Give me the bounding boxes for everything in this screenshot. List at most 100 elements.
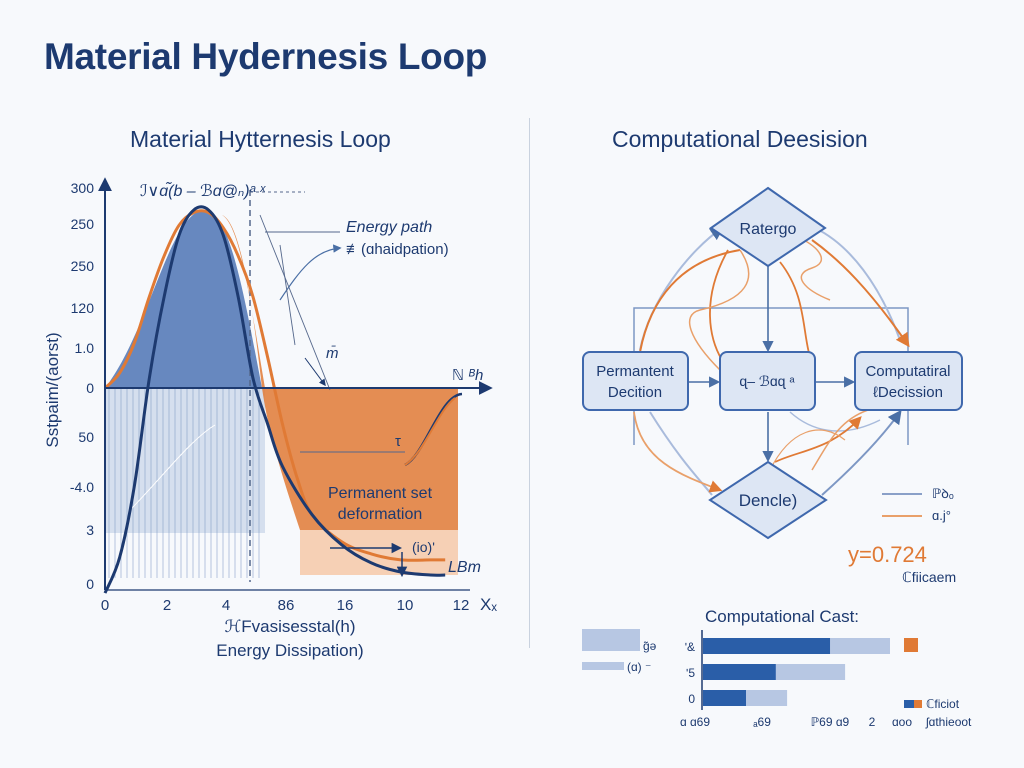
m-label: m̄ xyxy=(326,345,339,362)
node-ratergo[interactable]: Ratergo xyxy=(709,186,827,268)
y-tick-label: -4.0 xyxy=(70,479,94,495)
edge-orange-8 xyxy=(774,416,862,463)
decision-diagram: Ratergo Permantent Decition ɋ– ℬɑɋ ᵃ Com… xyxy=(582,186,963,585)
decision-panel-title: Computational Deesision xyxy=(612,126,868,152)
unloading-curve xyxy=(103,209,446,562)
cost-bar-primary xyxy=(703,638,831,654)
node-center[interactable]: ɋ– ℬɑɋ ᵃ xyxy=(719,351,816,411)
node-dencle-label: Dencle) xyxy=(739,491,798,510)
node-computational-label: Computatiral xyxy=(865,363,950,380)
y-tick-label: 3 xyxy=(86,522,94,538)
node-center-label: ɋ– ℬɑɋ ᵃ xyxy=(739,373,795,389)
x-tick-label: 10 xyxy=(397,597,414,614)
side-label-1: g̃ə xyxy=(643,639,657,653)
cost-bar-secondary xyxy=(775,664,846,680)
node-computational-label-2: ℓDecission xyxy=(873,384,943,401)
lbm-label: LBm xyxy=(448,559,481,576)
y-tick-label: 0 xyxy=(86,380,94,396)
deformation-label: deformation xyxy=(338,506,423,523)
y-axis-label: Sstpaim/(aorst) xyxy=(43,332,62,447)
legend-label-blue: ℙꝺₒ xyxy=(932,486,954,501)
value-caption: ℂfiicaem xyxy=(902,569,956,585)
x-tick-label: 12 xyxy=(453,597,470,614)
edge-orange-7 xyxy=(633,411,723,493)
side-strip-1 xyxy=(582,629,640,651)
edge-blue-5 xyxy=(789,411,881,432)
node-permanent-label: Permantent xyxy=(596,363,674,380)
x-tick-label: 2 xyxy=(163,597,171,614)
node-permanent-label-2: Decition xyxy=(608,384,662,401)
node-dencle-shape xyxy=(708,460,828,540)
permanent-set-label: Permanent set xyxy=(328,485,433,502)
x-tick-label: 86 xyxy=(278,597,295,614)
negative-strain-stripes xyxy=(105,388,260,578)
cost-legend-label-2: ʃɑthieoot xyxy=(925,715,972,729)
edge-orange-5 xyxy=(811,239,910,348)
y-tick-label: 50 xyxy=(78,429,94,445)
panel-divider xyxy=(529,118,530,648)
node-ratergo-label: Ratergo xyxy=(740,221,797,238)
edge-orange-10 xyxy=(769,429,846,471)
cost-category-label: ʹ5 xyxy=(686,666,695,680)
node-permanent-decition[interactable]: Permantent Decition xyxy=(582,351,689,411)
y-tick-label: 1.0 xyxy=(75,340,95,356)
top-formula: ℐ∨ɑ(̃b – ℬɑ@ₙ)ᵃ ˣ xyxy=(140,180,267,200)
dissipation-area-fill xyxy=(222,215,458,530)
cost-category-label: ʹ& xyxy=(685,640,695,654)
value-label: y=0.724 xyxy=(848,542,927,567)
energy-path-label: Energy path xyxy=(346,219,432,236)
y-tick-label: 250 xyxy=(71,258,95,274)
edge-blue-4 xyxy=(821,409,902,496)
x-axis-symbol: Xₓ xyxy=(480,595,497,614)
cost-x-tick-label: ℙ69 ɑ9 xyxy=(811,715,850,729)
node-dencle[interactable]: Dencle) xyxy=(708,460,828,540)
cost-legend-swatch-1 xyxy=(904,638,918,652)
x-tick-label: 0 xyxy=(101,597,109,614)
y-tick-label: 300 xyxy=(71,180,95,196)
cost-x-tick-label: ɑoo xyxy=(892,715,912,729)
node-center-shape xyxy=(719,351,816,411)
edge-orange-1 xyxy=(639,249,741,353)
edge-orange-9 xyxy=(811,409,869,471)
node-permanent-shape xyxy=(582,351,689,411)
n-label: ℕ ᴮh xyxy=(452,367,483,384)
cost-x-tick-label: ɑ ɑ69 xyxy=(680,715,710,729)
reference-diagonal xyxy=(259,214,331,391)
x-axis-label-2: Energy Dissipation) xyxy=(216,641,363,660)
tau-label: τ xyxy=(395,433,401,450)
page-title: Material Hydernesis Loop xyxy=(44,36,488,77)
node-ratergo-shape xyxy=(709,186,827,268)
edge-blue-3 xyxy=(649,411,713,496)
legend-label-orange: ɑ.j° xyxy=(932,508,951,523)
cost-x-tick-label: ₐ69 xyxy=(753,715,771,729)
y-tick-label: 0 xyxy=(86,576,94,592)
cost-legend-label-1: ℂficiot xyxy=(926,697,960,711)
cost-legend-swatch-2 xyxy=(904,700,914,708)
y-tick-label: 120 xyxy=(71,300,95,316)
cost-bar-secondary xyxy=(830,638,890,654)
diagram-frame-line xyxy=(633,307,909,352)
node-computational-shape xyxy=(854,351,963,411)
cost-bar-primary xyxy=(703,664,776,680)
edge-blue-2 xyxy=(814,227,901,341)
return-orange-curve xyxy=(404,397,456,466)
reference-diagonal-2 xyxy=(279,244,296,346)
edge-blue-1 xyxy=(639,226,725,351)
x-tick-label: 16 xyxy=(337,597,354,614)
cost-x-tick-label: 2 xyxy=(869,715,876,729)
x-axis-label: ℋFvasisesstal(h) xyxy=(224,617,355,636)
side-strip-2 xyxy=(582,662,624,670)
inner-guide-line xyxy=(129,424,216,511)
cost-bar-secondary xyxy=(746,690,788,706)
cost-category-label: 0 xyxy=(688,692,695,706)
cost-chart-title: Computational Cast: xyxy=(705,607,859,626)
node-computational-decission[interactable]: Computatiral ℓDecission xyxy=(854,351,963,411)
cost-legend-swatch-3 xyxy=(914,700,922,708)
computational-cost-chart: Computational Cast: g̃ə (ɑ) ⁻ ʹ&ʹ50 ɑ ɑ6… xyxy=(582,607,972,729)
io-label: (io)ʹ xyxy=(412,539,435,555)
loading-curve xyxy=(103,205,446,594)
edge-orange-2 xyxy=(709,249,729,361)
y-tick-label: 250 xyxy=(71,216,95,232)
